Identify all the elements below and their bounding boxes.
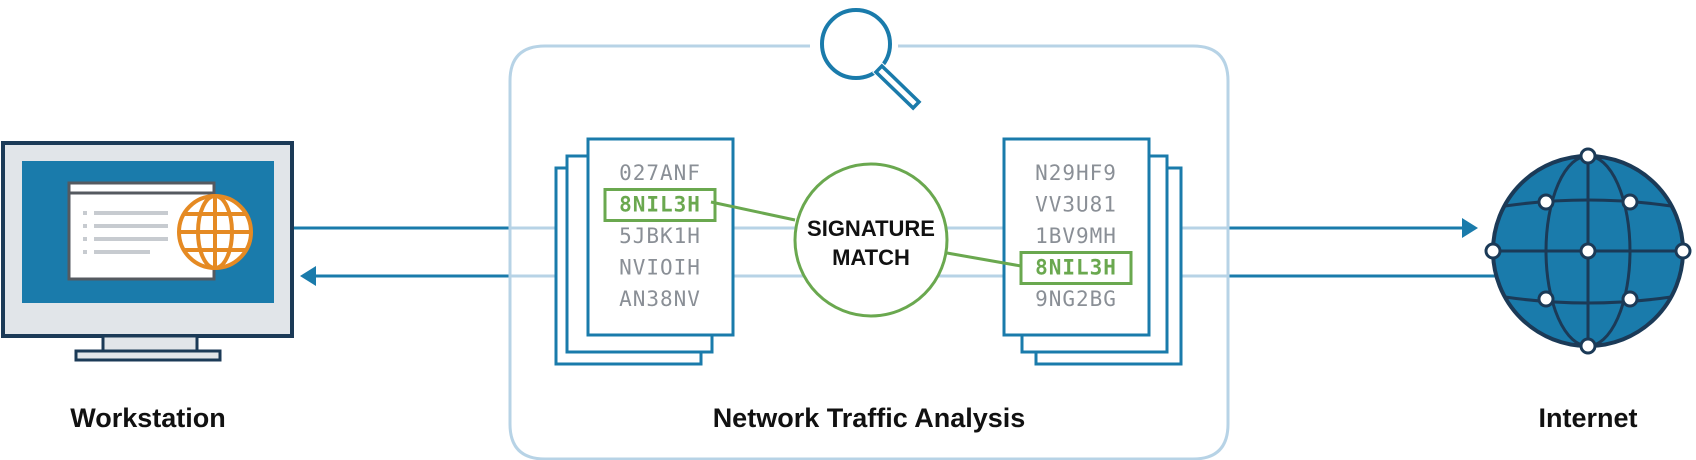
left-doc-front	[586, 137, 735, 337]
match-highlight-box	[603, 188, 717, 222]
browser-window-icon	[67, 181, 216, 281]
code-line: 9NG2BG	[1035, 287, 1117, 311]
left-match-connector	[710, 200, 796, 222]
network-globe-icon: Internet	[1484, 147, 1692, 433]
signature-match-line1: SIGNATURE	[807, 216, 935, 241]
inbound-arrowhead	[300, 266, 316, 286]
left-document-stack: 027ANF 8NIL3H 5JBK1H NVIOIH AN38NV	[554, 137, 735, 366]
internet-label: Internet	[1538, 403, 1637, 433]
code-line: 5JBK1H	[619, 224, 701, 248]
monitor-icon: Workstation	[1, 141, 294, 433]
workstation-label: Workstation	[70, 403, 226, 433]
monitor-neck	[101, 334, 199, 353]
matched-signature-line: 8NIL3H	[1035, 256, 1117, 280]
monitor-base	[74, 349, 222, 362]
analysis-label: Network Traffic Analysis	[713, 403, 1026, 433]
code-line: VV3U81	[1035, 193, 1117, 217]
outbound-arrowhead	[1462, 218, 1478, 238]
globe-icon	[177, 194, 253, 270]
code-line: 1BV9MH	[1035, 224, 1117, 248]
analysis-box: Network Traffic Analysis	[508, 44, 1230, 460]
right-match-connector	[946, 251, 1022, 268]
globe-nodes	[1484, 147, 1692, 355]
match-highlight-box	[1019, 251, 1133, 285]
code-line: 027ANF	[619, 161, 701, 185]
matched-signature-line: 8NIL3H	[619, 193, 701, 217]
magnifier-icon	[820, 8, 923, 112]
signature-match: SIGNATURE MATCH	[793, 162, 949, 318]
signature-match-line2: MATCH	[832, 245, 910, 270]
signature-match-circle	[793, 162, 949, 318]
code-line: NVIOIH	[619, 256, 701, 280]
left-doc-lines: 027ANF 8NIL3H 5JBK1H NVIOIH AN38NV	[603, 161, 717, 311]
code-line: N29HF9	[1035, 161, 1117, 185]
right-doc-front	[1002, 137, 1151, 337]
code-line: AN38NV	[619, 287, 701, 311]
analysis-box-border	[508, 44, 1230, 460]
